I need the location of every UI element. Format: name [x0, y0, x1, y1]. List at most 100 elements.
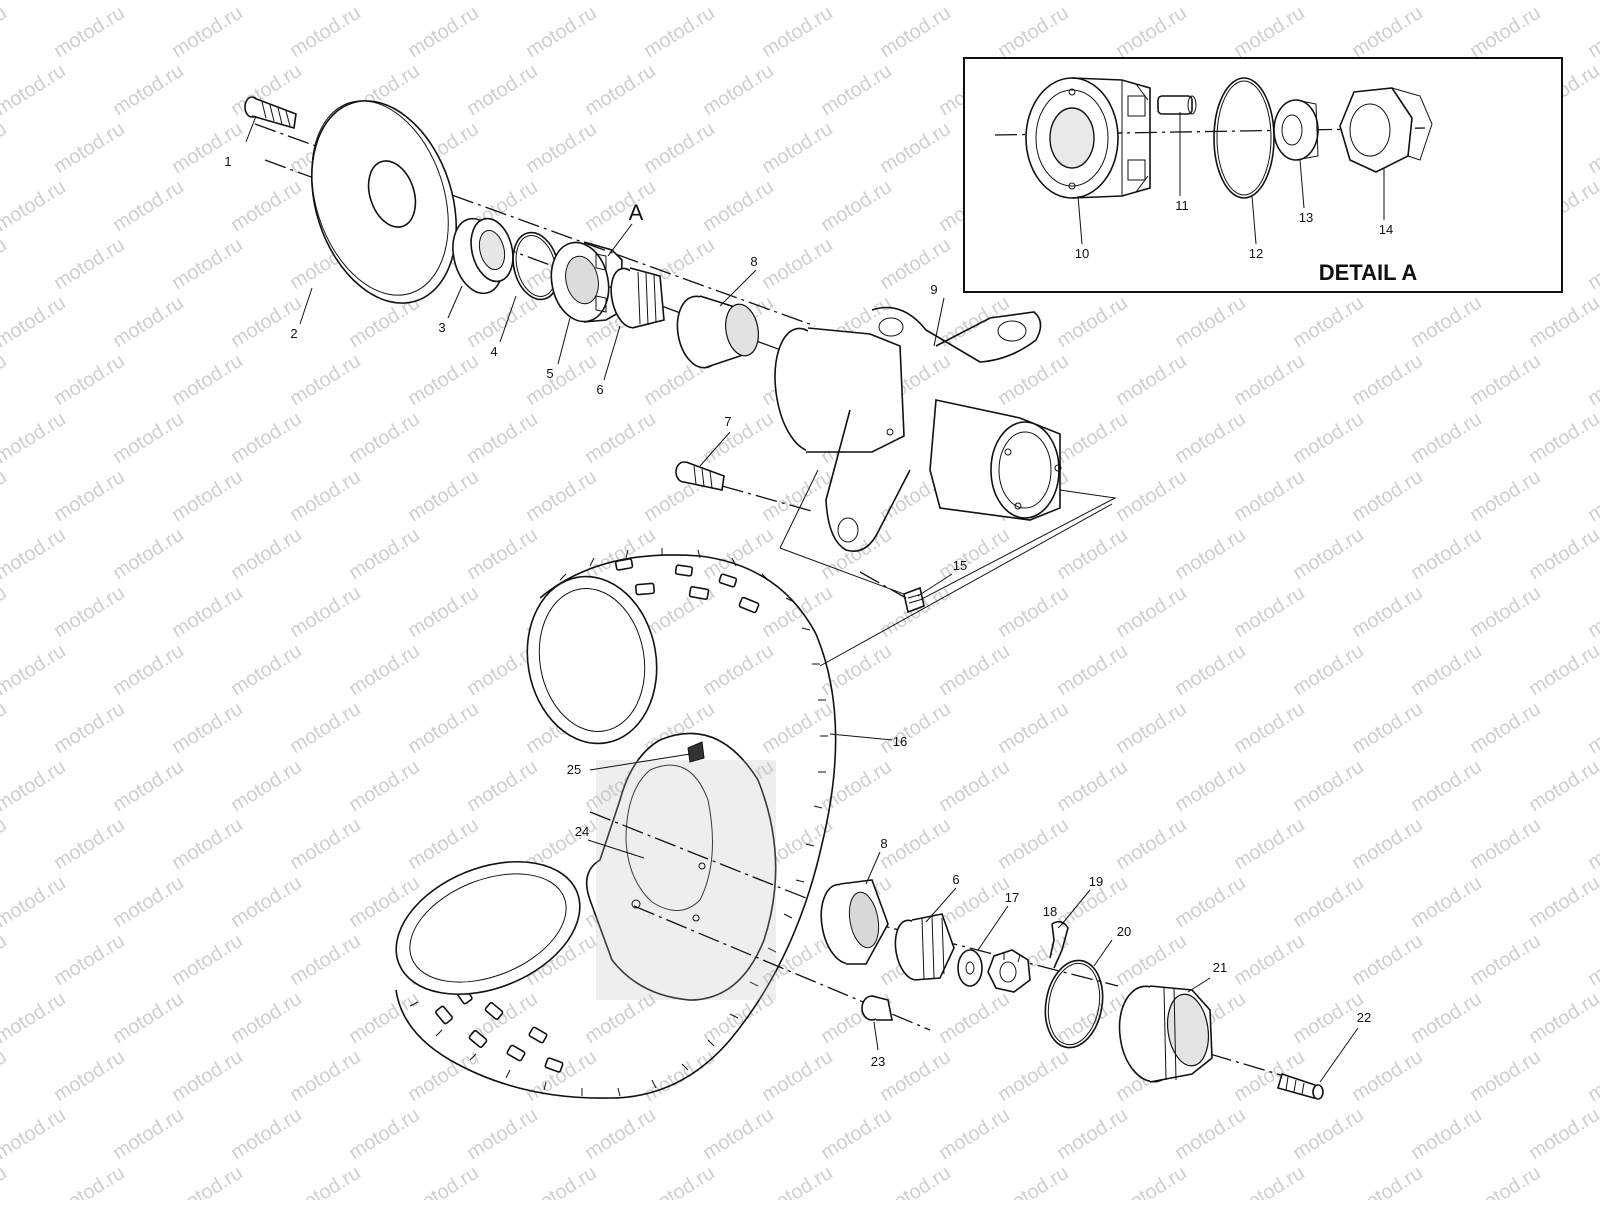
watermark-text: motod.ru	[50, 466, 129, 526]
watermark-text: motod.ru	[0, 234, 11, 294]
watermark-text: motod.ru	[168, 118, 247, 178]
watermark-text: motod.ru	[1112, 2, 1191, 62]
watermark-text: motod.ru	[1525, 640, 1600, 700]
watermark-text: motod.ru	[876, 118, 955, 178]
watermark-text: motod.ru	[1584, 466, 1600, 526]
part-18-castle-nut	[987, 949, 1031, 993]
lower-axis-line	[589, 811, 807, 899]
callout-13: 13	[1299, 210, 1313, 225]
watermark-text: motod.ru	[1230, 2, 1309, 62]
callout-21: 21	[1213, 960, 1227, 975]
watermark-text: motod.ru	[1289, 1104, 1368, 1164]
watermark-text: motod.ru	[522, 1162, 601, 1200]
callout-2: 2	[290, 326, 297, 341]
watermark-text: motod.ru	[581, 0, 660, 4]
watermark-text: motod.ru	[286, 930, 365, 990]
part-3-seal	[452, 217, 514, 295]
watermark-text: motod.ru	[345, 0, 424, 4]
watermark-text: motod.ru	[168, 466, 247, 526]
watermark-text: motod.ru	[1230, 930, 1309, 990]
watermark-text: motod.ru	[758, 1046, 837, 1106]
watermark-text: motod.ru	[227, 0, 306, 4]
watermark-text: motod.ru	[286, 814, 365, 874]
watermark-text: motod.ru	[1584, 698, 1600, 758]
watermark-text: motod.ru	[109, 176, 188, 236]
hub-assembly-bracket	[779, 469, 1117, 601]
watermark-text: motod.ru	[758, 466, 837, 526]
watermark-text: motod.ru	[1230, 698, 1309, 758]
part-6-lower-bearing	[894, 913, 955, 981]
callout-6-lower: 6	[952, 872, 959, 887]
watermark-text: motod.ru	[1407, 408, 1486, 468]
hub-to-wheel-line	[819, 503, 1113, 667]
watermark-text: motod.ru	[50, 2, 129, 62]
watermark-text: motod.ru	[345, 756, 424, 816]
watermark-text: motod.ru	[1584, 1046, 1600, 1106]
watermark-text: motod.ru	[345, 408, 424, 468]
watermark-text: motod.ru	[50, 582, 129, 642]
part-8-race	[676, 295, 759, 369]
watermark-text: motod.ru	[581, 176, 660, 236]
callout-18: 18	[1043, 904, 1057, 919]
watermark-text: motod.ru	[463, 408, 542, 468]
part-2-brake-disc	[310, 100, 458, 304]
watermark-text: motod.ru	[1525, 756, 1600, 816]
watermark-text: motod.ru	[50, 1162, 129, 1200]
watermark-text: motod.ru	[1348, 466, 1427, 526]
watermark-text: motod.ru	[1230, 1162, 1309, 1200]
watermark-text: motod.ru	[994, 2, 1073, 62]
watermark-text: motod.ru	[758, 698, 837, 758]
watermark-text: motod.ru	[1053, 1104, 1132, 1164]
watermark-text: motod.ru	[168, 350, 247, 410]
watermark-text: motod.ru	[758, 582, 837, 642]
watermark-text: motod.ru	[0, 698, 11, 758]
watermark-text: motod.ru	[1230, 350, 1309, 410]
watermark-text: motod.ru	[817, 524, 896, 584]
part-1-bolt	[244, 96, 297, 130]
watermark-text: motod.ru	[463, 524, 542, 584]
watermark-text: motod.ru	[0, 524, 70, 584]
watermark-text: motod.ru	[758, 118, 837, 178]
watermark-text: motod.ru	[50, 118, 129, 178]
watermark-text: motod.ru	[345, 1104, 424, 1164]
watermark-text: motod.ru	[817, 176, 896, 236]
watermark-text: motod.ru	[1584, 930, 1600, 990]
watermark-text: motod.ru	[168, 930, 247, 990]
watermark-text: motod.ru	[1289, 524, 1368, 584]
watermark-text: motod.ru	[109, 60, 188, 120]
watermark-text: motod.ru	[168, 582, 247, 642]
watermark-text: motod.ru	[1230, 466, 1309, 526]
watermark-text: motod.ru	[1584, 350, 1600, 410]
watermark-text: motod.ru	[1053, 640, 1132, 700]
watermark-text: motod.ru	[109, 988, 188, 1048]
watermark-text: motod.ru	[758, 1162, 837, 1200]
watermark-text: motod.ru	[1171, 0, 1250, 4]
watermark-text: motod.ru	[1348, 1162, 1427, 1200]
watermark-text: motod.ru	[1348, 698, 1427, 758]
watermark-text: motod.ru	[935, 0, 1014, 4]
watermark-text: motod.ru	[1112, 350, 1191, 410]
watermark-text: motod.ru	[109, 872, 188, 932]
watermark-text: motod.ru	[1230, 582, 1309, 642]
watermark-text: motod.ru	[109, 640, 188, 700]
watermark-text: motod.ru	[168, 234, 247, 294]
watermark-text: motod.ru	[345, 640, 424, 700]
watermark-text: motod.ru	[640, 2, 719, 62]
watermark-text: motod.ru	[1525, 872, 1600, 932]
watermark-text: motod.ru	[0, 640, 70, 700]
watermark-text: motod.ru	[0, 1104, 70, 1164]
detail-a-reference: A	[629, 200, 644, 225]
callout-19: 19	[1089, 874, 1103, 889]
part-23-fitting	[861, 995, 893, 1021]
watermark-text: motod.ru	[1171, 1104, 1250, 1164]
watermark-text: motod.ru	[404, 350, 483, 410]
watermark-text: motod.ru	[227, 988, 306, 1048]
watermark-text: motod.ru	[1407, 1104, 1486, 1164]
watermark-text: motod.ru	[0, 118, 11, 178]
watermark-text: motod.ru	[876, 814, 955, 874]
watermark-text: motod.ru	[817, 640, 896, 700]
watermark-text: motod.ru	[0, 988, 70, 1048]
watermark-text: motod.ru	[1348, 350, 1427, 410]
